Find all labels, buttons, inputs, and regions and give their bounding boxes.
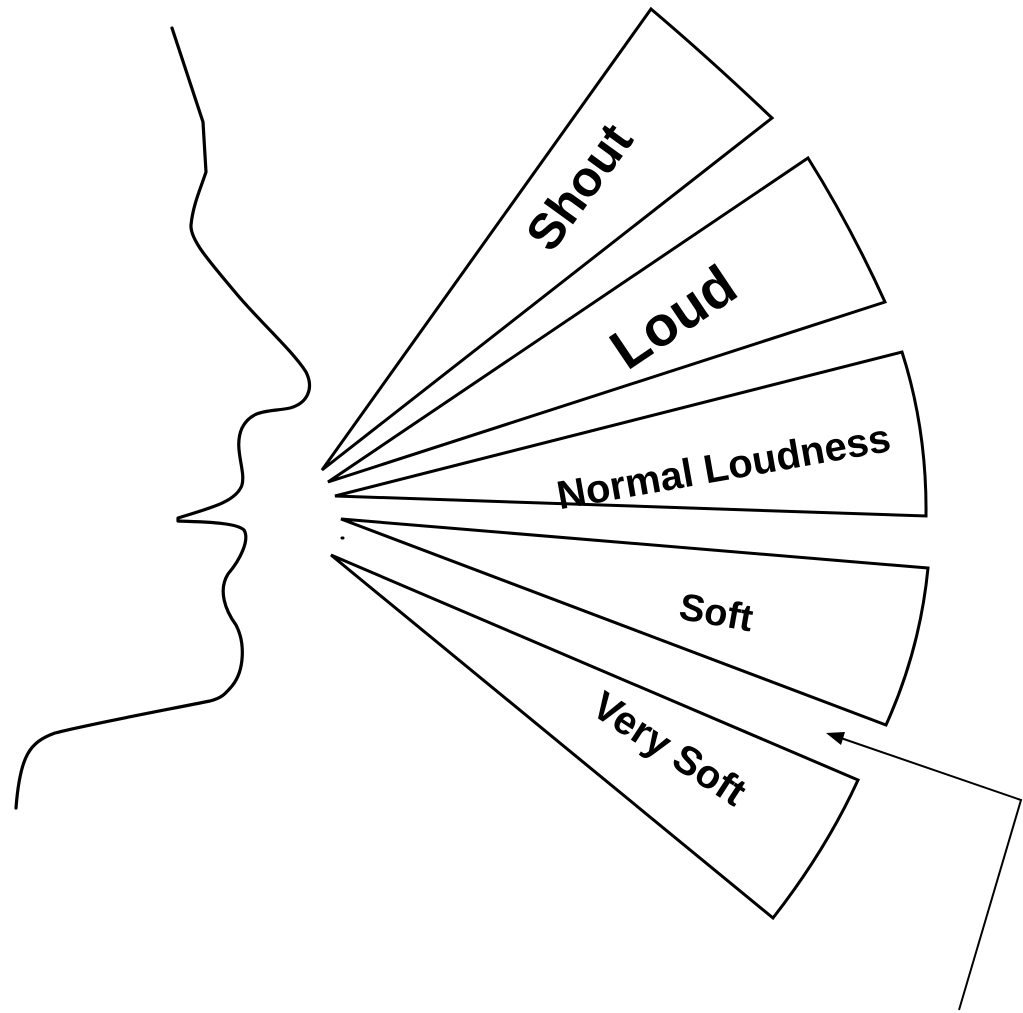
arrowhead-icon — [826, 732, 845, 745]
face-profile — [16, 28, 309, 808]
pointer-line — [835, 736, 1021, 1010]
